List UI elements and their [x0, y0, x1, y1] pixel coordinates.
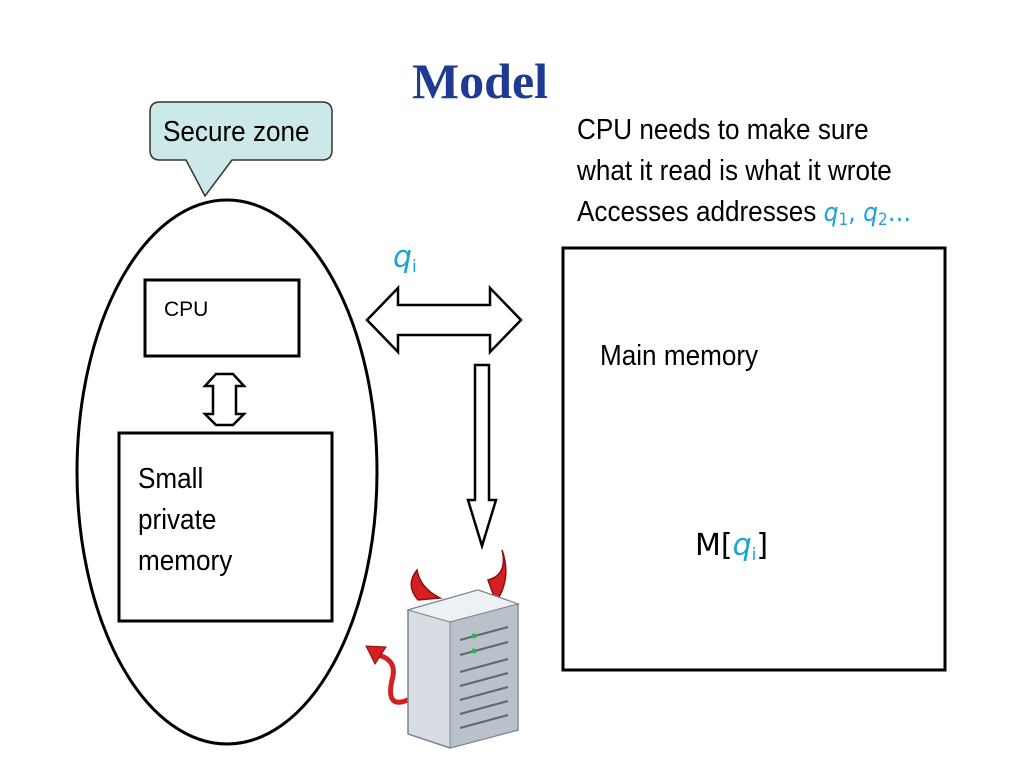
note-line-2: what it read is what it wrote	[577, 155, 892, 187]
devil-server-icon	[365, 549, 520, 749]
secure-zone-label: Secure zone	[163, 116, 310, 148]
private-memory-box	[117, 431, 334, 623]
leak-down-arrow	[466, 363, 498, 551]
private-memory-label: Small private memory	[138, 463, 233, 577]
address-qi-label: qi	[393, 240, 417, 277]
requirement-note: CPU needs to make sure what it read is w…	[577, 110, 911, 241]
note-line-1: CPU needs to make sure	[577, 114, 869, 146]
cpu-box	[143, 278, 301, 358]
main-memory-box	[561, 246, 947, 672]
memory-cell-label: M[qi]	[695, 528, 769, 565]
cpu-memory-arrow	[201, 372, 248, 427]
note-line-3: Accesses addresses q1, q2…	[577, 196, 912, 230]
main-memory-label: Main memory	[600, 340, 759, 372]
cpu-label: CPU	[164, 298, 209, 321]
page-title: Model	[411, 53, 549, 109]
secure-zone-ellipse	[75, 198, 379, 746]
secure-zone-callout	[149, 101, 333, 198]
cpu-main-memory-arrow	[365, 284, 523, 356]
